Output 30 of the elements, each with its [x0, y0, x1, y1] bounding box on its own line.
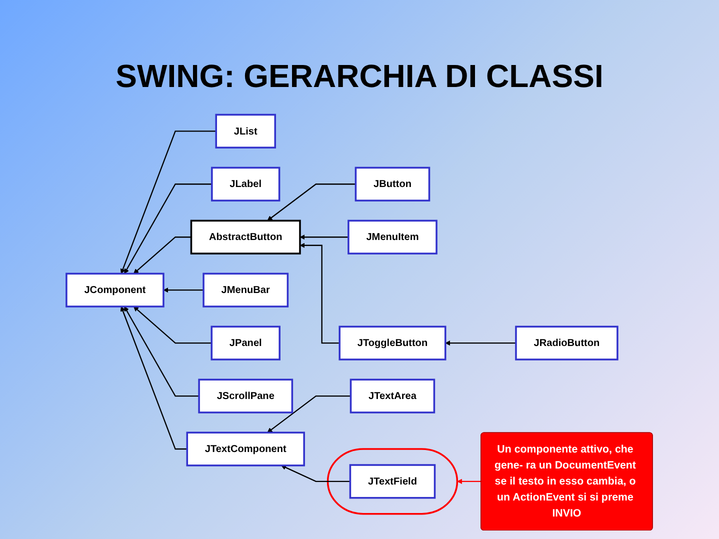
slide-title: SWING: GERARCHIA DI CLASSI: [114, 58, 604, 95]
node-box: JMenuItem: [348, 220, 438, 254]
node-box: JTextArea: [350, 378, 436, 414]
node-box: JButton: [354, 166, 430, 202]
arrow: [133, 306, 212, 344]
arrow: [124, 306, 200, 397]
arrow: [267, 184, 356, 221]
node-box: JPanel: [210, 326, 280, 360]
node-box: JList: [215, 114, 276, 148]
arrow: [267, 395, 351, 433]
node-box: JToggleButton: [338, 326, 446, 360]
node-box: JMenuBar: [202, 272, 289, 308]
arrow: [120, 306, 188, 450]
node-box: JComponent: [66, 272, 164, 308]
arrow: [456, 478, 481, 484]
arrow: [124, 184, 212, 274]
arrow: [120, 130, 216, 274]
arrow: [281, 465, 350, 482]
arrow: [300, 242, 340, 344]
arrow: [445, 340, 516, 346]
node-box: JScrollPane: [198, 378, 294, 414]
arrow: [300, 234, 348, 240]
cluster: [326, 448, 458, 515]
node-box: JTextField: [349, 464, 436, 499]
node-box: JLabel: [211, 166, 280, 202]
node-box: JTextComponent: [186, 432, 305, 466]
arrow: [163, 288, 204, 293]
arrow: [133, 236, 192, 274]
node-box: AbstractButton: [190, 220, 301, 254]
node-box: JRadioButton: [515, 326, 618, 360]
